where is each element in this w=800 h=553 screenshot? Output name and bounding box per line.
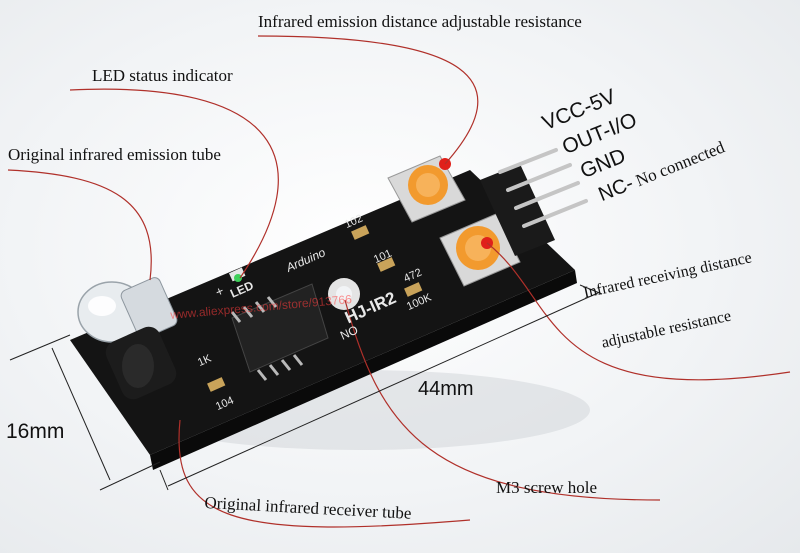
emission-adjust-label: Infrared emission distance adjustable re… <box>258 12 582 31</box>
status-led <box>234 274 242 282</box>
pcb-edge <box>150 270 577 470</box>
ir-receiver-tube <box>105 326 177 400</box>
emission-potentiometer <box>387 155 466 223</box>
m3-screw-hole <box>328 278 360 310</box>
ic-chip <box>230 283 329 381</box>
smd-components <box>207 225 423 392</box>
ir-emission-tube <box>77 277 178 343</box>
led-indicator-label: LED status indicator <box>92 66 233 85</box>
emission-tube-label: Original infrared emission tube <box>8 145 221 164</box>
pin-header <box>480 148 588 256</box>
length-dimension-label: 44mm <box>418 378 474 400</box>
height-dimension-label: 16mm <box>6 420 65 443</box>
receiving-potentiometer <box>439 213 521 287</box>
dimension-lines <box>9 284 603 491</box>
leader-lines <box>7 35 791 528</box>
screw-hole-label: M3 screw hole <box>496 478 598 497</box>
